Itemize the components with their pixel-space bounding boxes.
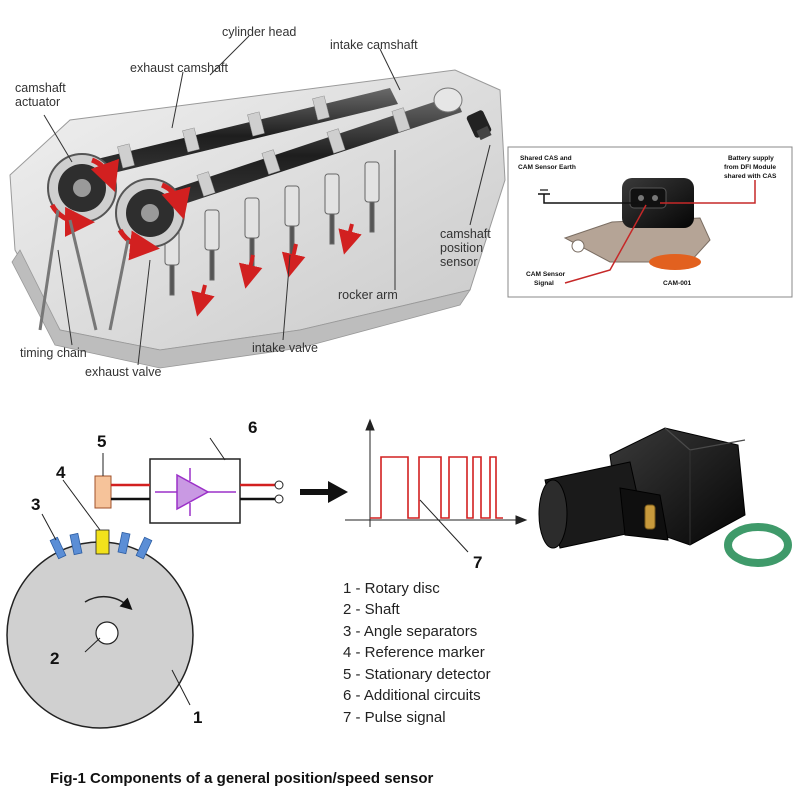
wiring-battery-label-1: Battery supply [728, 155, 774, 162]
callout-4: 4 [56, 463, 66, 482]
callout-3: 3 [31, 495, 40, 514]
figure-caption: Fig-1 Components of a general position/s… [50, 770, 434, 787]
timing-chain [38, 209, 130, 331]
sensor-flange [619, 487, 669, 541]
callout-7: 7 [473, 553, 482, 572]
wiring-earth-label-2: CAM Sensor Earth [518, 164, 576, 171]
shaft [95, 621, 119, 645]
legend-item: 1 - Rotary disc [343, 580, 440, 597]
wiring-signal-label-2: Signal [534, 280, 554, 287]
camshaft-actuator-intake [115, 178, 191, 261]
sensor-green-o-ring [724, 523, 792, 567]
wiring-part-code: CAM-001 [663, 280, 692, 287]
label-exhaust-valve: exhaust valve [85, 365, 161, 379]
intake-camshaft [140, 87, 463, 216]
cam-sensor-wiring-diagram: Shared CAS and CAM Sensor Earth Battery … [507, 146, 793, 298]
label-timing-chain: timing chain [20, 346, 87, 360]
callout-6: 6 [248, 418, 257, 437]
component-legend: 1 - Rotary disc 2 - Shaft 3 - Angle sepa… [343, 580, 491, 726]
wiring-signal-label-1: CAM Sensor [526, 271, 566, 278]
legend-item: 6 - Additional circuits [343, 687, 481, 704]
engine-leader-lines [43, 35, 491, 366]
callout-1: 1 [193, 708, 202, 727]
battery-wire [660, 180, 756, 204]
legend-item: 4 - Reference marker [343, 644, 485, 661]
legend-item: 3 - Angle separators [343, 623, 477, 640]
pulse-signal-axes [345, 418, 528, 527]
label-intake-camshaft: intake camshaft [330, 38, 418, 52]
camshaft-position-sensor-part [466, 110, 492, 141]
rotation-arrow [84, 595, 133, 611]
callout-5: 5 [97, 432, 106, 451]
sensor-o-ring [649, 254, 701, 270]
pulse-signal-waveform [370, 456, 503, 519]
stationary-detector [94, 475, 112, 509]
label-exhaust-camshaft: exhaust camshaft [130, 61, 228, 75]
output-arrow [300, 481, 348, 503]
cam-sensor-product-photo [538, 427, 792, 567]
label-cylinder-head: cylinder head [222, 25, 296, 39]
schematic-leader-lines [41, 437, 469, 706]
wiring-battery-label-2: from DFI Module [724, 164, 776, 171]
label-camshaft-position-sensor-line3: sensor [440, 255, 478, 269]
engine-illustration: cylinder head exhaust camshaft intake ca… [9, 25, 506, 379]
wiring-battery-label-3: shared with CAS [724, 173, 777, 180]
exhaust-camshaft [60, 88, 398, 184]
valve-train [164, 161, 380, 296]
reference-marker [95, 529, 110, 555]
angle-separators [49, 531, 153, 560]
amplifier-symbol [155, 468, 236, 516]
label-camshaft-position-sensor-line2: position [440, 241, 483, 255]
sensor-brass-insert [644, 504, 656, 530]
sensor-bracket [563, 217, 711, 263]
label-camshaft-position-sensor-line1: camshaft [440, 227, 491, 241]
label-intake-valve: intake valve [252, 341, 318, 355]
valve-motion-arrows [191, 223, 362, 317]
camshaft-actuator-exhaust [47, 153, 119, 237]
label-rocker-arm: rocker arm [338, 288, 398, 302]
legend-item: 5 - Stationary detector [343, 666, 491, 683]
legend-item: 2 - Shaft [343, 601, 401, 618]
position-speed-sensor-schematic: 5 6 4 3 2 1 7 1 - Rotary disc 2 - Shaft … [6, 418, 528, 787]
earth-wire [543, 194, 638, 204]
label-camshaft-actuator-line1: camshaft [15, 81, 66, 95]
signal-wire [564, 204, 647, 284]
label-camshaft-actuator-line2: actuator [15, 95, 60, 109]
wiring-earth-label-1: Shared CAS and [520, 155, 572, 162]
callout-2: 2 [50, 649, 59, 668]
legend-item: 7 - Pulse signal [343, 709, 446, 726]
